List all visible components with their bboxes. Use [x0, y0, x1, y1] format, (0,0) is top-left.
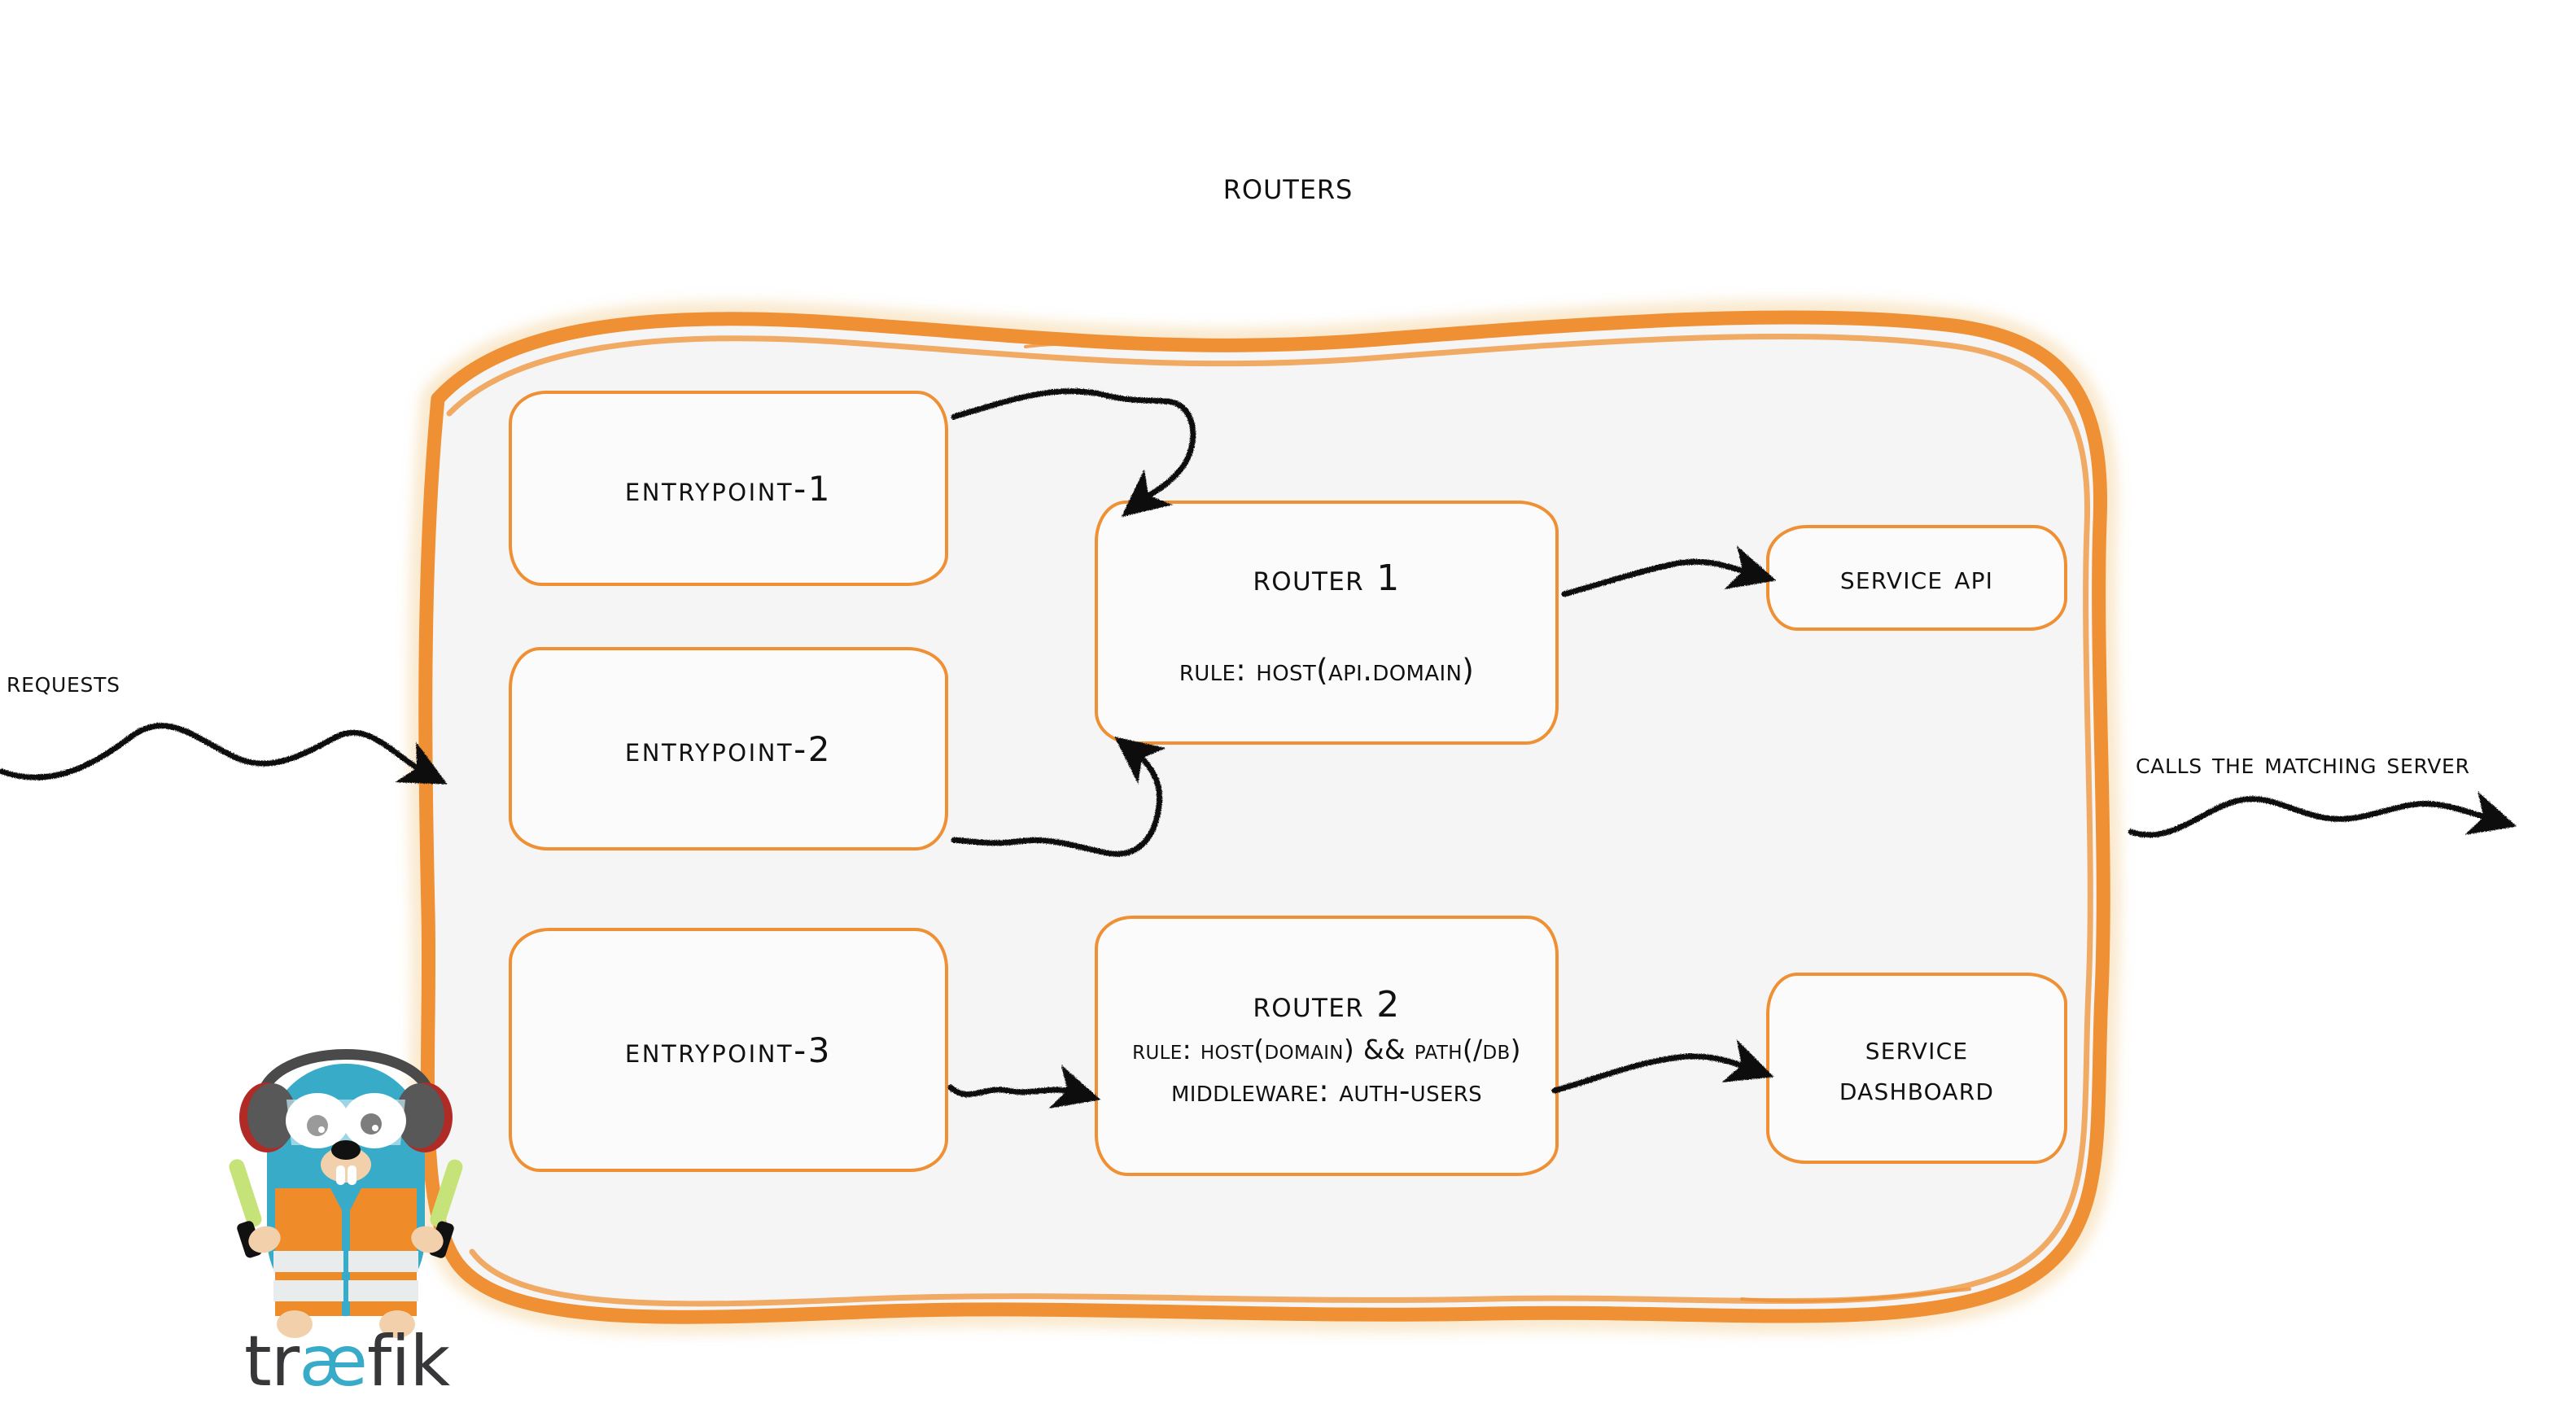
container-border-accent — [446, 333, 2093, 1307]
gopher-snout — [321, 1147, 371, 1183]
router-1-title: Router 1 — [1253, 558, 1401, 599]
service-dashboard-box[interactable]: Service Dashboard — [1766, 973, 2067, 1164]
gopher-foot-left — [277, 1310, 313, 1338]
gopher-eye-left — [286, 1093, 349, 1148]
entrypoint-2-label: entrypoint-2 — [624, 728, 833, 769]
router-2-middleware: Middleware: auth-users — [1170, 1073, 1483, 1108]
router-1-rule: rule: Host(api.domain) — [1179, 653, 1475, 688]
entrypoint-2-box[interactable]: entrypoint-2 — [509, 647, 948, 850]
service-api-box[interactable]: Service API — [1766, 525, 2067, 631]
gopher-foot-right — [379, 1310, 415, 1338]
container-brush-mark — [1024, 341, 1255, 349]
gopher-eye-right — [343, 1093, 406, 1148]
wordmark-prefix: tr — [244, 1321, 300, 1402]
headphone-ear-right — [396, 1082, 453, 1152]
vest-stripe — [273, 1280, 343, 1301]
gopher-hand-right — [411, 1226, 444, 1253]
gopher-hand-left — [248, 1226, 281, 1253]
entrypoint-3-label: entrypoint-3 — [624, 1030, 833, 1070]
vest-stripe — [348, 1251, 418, 1272]
traefik-gopher-mascot — [228, 1021, 464, 1347]
container-brush-mark — [1740, 1288, 1971, 1303]
gopher-nose — [331, 1140, 361, 1160]
wordmark-ae-ligature: æ — [299, 1321, 367, 1402]
arrow-routers-to-matching-server — [2128, 791, 2517, 838]
vest-stripe — [348, 1280, 418, 1301]
requests-label: Requests — [7, 666, 120, 699]
page-title: Routers — [1222, 164, 1354, 208]
entrypoint-1-box[interactable]: entrypoint-1 — [509, 391, 948, 586]
gopher-tooth — [348, 1165, 356, 1185]
headphone-band — [258, 1049, 434, 1095]
router-2-rule: rule: Host(domain) && Path(/db) — [1132, 1033, 1521, 1065]
service-api-label: Service API — [1839, 559, 1994, 597]
router-1-box[interactable]: Router 1 rule: Host(api.domain) — [1095, 501, 1559, 745]
router-2-box[interactable]: Router 2 rule: Host(domain) && Path(/db)… — [1095, 916, 1559, 1176]
router-2-title: Router 2 — [1253, 983, 1401, 1025]
service-dashboard-line-1: Service — [1865, 1029, 1969, 1067]
gopher-tooth — [336, 1165, 345, 1185]
vest-stripe — [273, 1251, 343, 1272]
traefik-wordmark: træfik — [244, 1327, 450, 1397]
entrypoint-1-label: entrypoint-1 — [624, 468, 833, 509]
service-dashboard-line-2: Dashboard — [1839, 1069, 1995, 1108]
wordmark-suffix: fik — [366, 1321, 450, 1402]
calls-matching-server-label: Calls the matching server — [2136, 747, 2470, 781]
headphone-ear-left — [239, 1082, 296, 1152]
arrow-requests-into-routers — [0, 723, 448, 785]
entrypoint-3-box[interactable]: entrypoint-3 — [509, 928, 948, 1172]
